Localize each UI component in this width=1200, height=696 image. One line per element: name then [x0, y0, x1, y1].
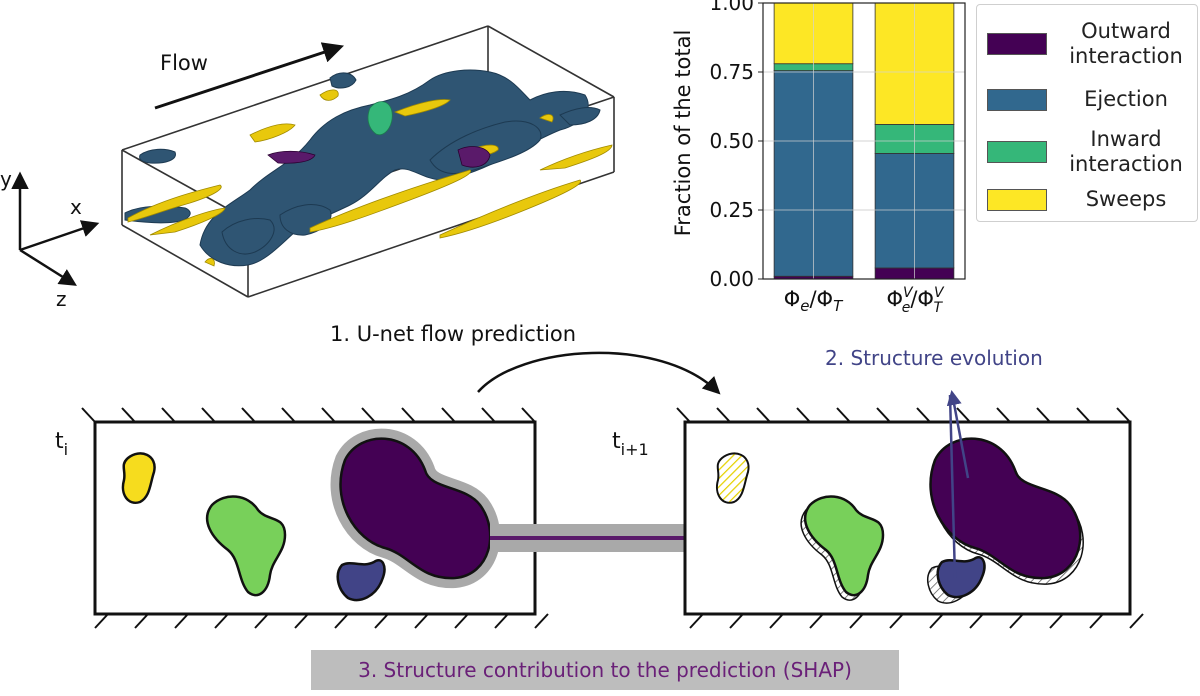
step1-arrow: [477, 351, 721, 395]
inward-structures: [367, 101, 393, 136]
inward-blob-left: [205, 495, 287, 597]
legend-item-sweeps: Sweeps: [987, 187, 1191, 212]
concept-diagram: 1. U-net flow prediction ti: [55, 322, 1144, 629]
legend-swatch-ejection: [987, 88, 1047, 111]
axis-z-label: z: [56, 287, 67, 311]
time-label-t-i-plus-1: ti+1: [612, 429, 649, 459]
evolution-arrow-purple: [946, 390, 970, 479]
step3-label: 3. Structure contribution to the predict…: [358, 658, 852, 682]
legend-label-ejection: Ejection: [1084, 87, 1168, 111]
axis-y-label: y: [0, 167, 12, 191]
wall-hatch-left: [81, 407, 549, 629]
y-tick-label: 1.00: [709, 0, 754, 15]
chart-bars: [763, 2, 965, 280]
axes-gizmo: [11, 171, 100, 286]
wall-hatch-right: [676, 407, 1144, 629]
legend-swatch-sweeps: [987, 188, 1047, 211]
y-tick-label: 0.75: [709, 60, 754, 84]
y-tick-label: 0.25: [709, 198, 754, 222]
sweep-structures: [127, 89, 613, 267]
inward-blob-right: [803, 495, 885, 597]
chart-y-ticks: 0.00 0.25 0.50 0.75 1.00: [709, 0, 763, 291]
sweep-blob-right-hatched: [716, 452, 750, 504]
flow-arrow: [154, 42, 344, 110]
y-tick-label: 0.50: [709, 129, 754, 153]
stacked-bar-chart: 0.00 0.25 0.50 0.75 1.00 Fraction of the tot…: [671, 0, 966, 316]
legend-item-ejection: Ejection: [987, 87, 1191, 112]
ejection-structures: [124, 69, 601, 267]
outward-blob-left: [339, 437, 492, 580]
axis-x-label: x: [70, 195, 82, 219]
ejection-blob-right: [936, 556, 986, 599]
channel-t-i-plus-1: ti+1: [612, 390, 1144, 629]
time-label-t-i: ti: [55, 429, 68, 459]
chart-y-axis-label: Fraction of the total: [671, 30, 695, 237]
step2-label: 2. Structure evolution: [825, 346, 1043, 370]
channel-t-i: ti: [55, 407, 549, 629]
legend-label-sweeps: Sweeps: [1085, 187, 1167, 211]
outward-structures: [267, 146, 491, 168]
legend-swatch-outward: [987, 33, 1047, 55]
turbulence-3d-render: Flow: [0, 25, 615, 311]
y-tick-label: 0.00: [709, 267, 754, 291]
step1-label: 1. U-net flow prediction: [330, 322, 576, 346]
step3-shap-banner: 3. Structure contribution to the predict…: [311, 650, 899, 690]
legend-swatch-inward: [987, 141, 1047, 163]
x-tick-label-phi-e: Φe/ΦT: [784, 287, 844, 315]
flow-label: Flow: [160, 51, 208, 75]
evolution-arrow-blue: [948, 394, 957, 579]
ejection-blob-left: [336, 559, 386, 602]
sweep-blob-left: [121, 452, 156, 505]
